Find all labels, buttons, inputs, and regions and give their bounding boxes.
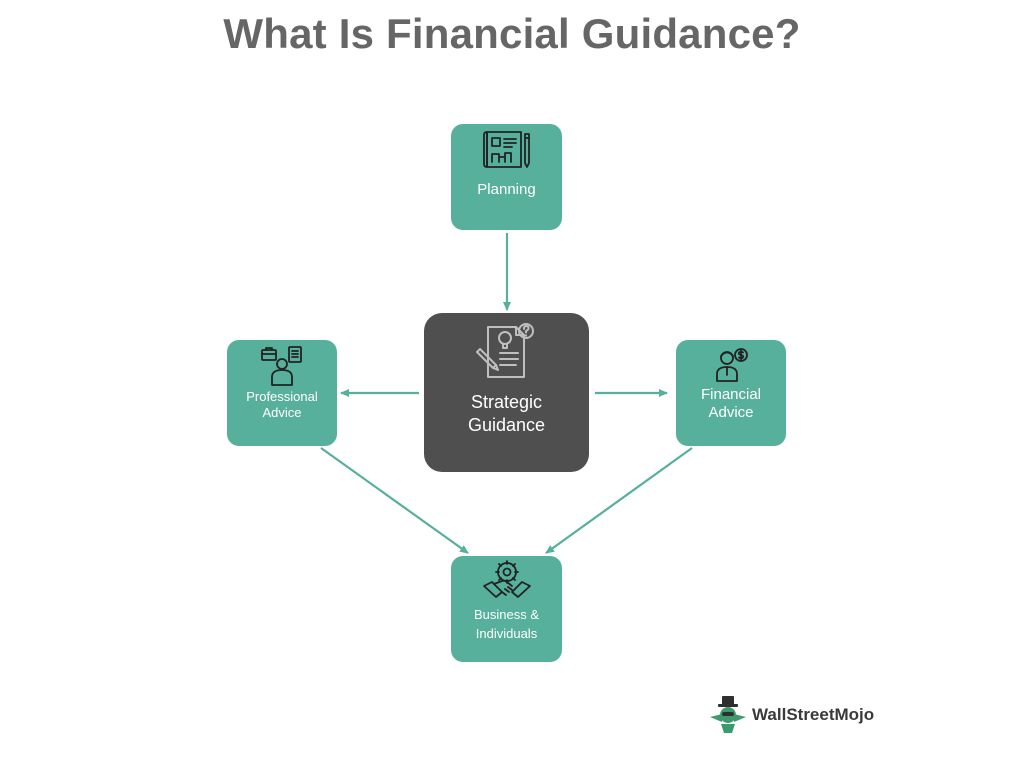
node-planning-line1: Planning [477,181,536,198]
idea-document-icon [475,323,534,378]
arrow-professional-to-business [320,447,469,554]
node-professional-line2: Advice [262,404,302,420]
node-business-line1: Business & [473,607,540,622]
node-professional-label: Professional Advice [246,389,318,420]
node-business-label: Business & Individuals [474,606,539,644]
arrow-financial-to-business [545,447,693,554]
center-label: Strategic Guidance [468,391,545,438]
consultant-icon [261,346,302,386]
financial-advisor-icon [716,348,748,382]
node-professional-line1: Professional [246,389,318,404]
node-financial-line2: Advice [708,404,754,421]
node-financial-label: Financial Advice [701,386,761,422]
node-planning: Planning [451,124,562,230]
node-business-line2: Individuals [475,625,538,641]
wallstreetmojo-logo: WallStreetMojo [708,696,874,734]
logo-brand-text: WallStreetMojo [752,705,875,724]
node-financial-advice: Financial Advice [676,340,786,446]
mascot-logo-icon [710,696,746,733]
node-financial-line1: Financial [700,386,762,403]
center-line2: Guidance [467,415,546,436]
node-strategic-guidance: Strategic Guidance [424,313,589,472]
node-professional-advice: Professional Advice [227,340,337,446]
blueprint-planning-icon [482,131,530,168]
page-title: What Is Financial Guidance? [223,10,801,57]
node-business-individuals: Business & Individuals [451,556,562,662]
node-planning-label: Planning [477,181,535,199]
handshake-icon [482,560,531,598]
center-line1: Strategic [470,392,543,412]
